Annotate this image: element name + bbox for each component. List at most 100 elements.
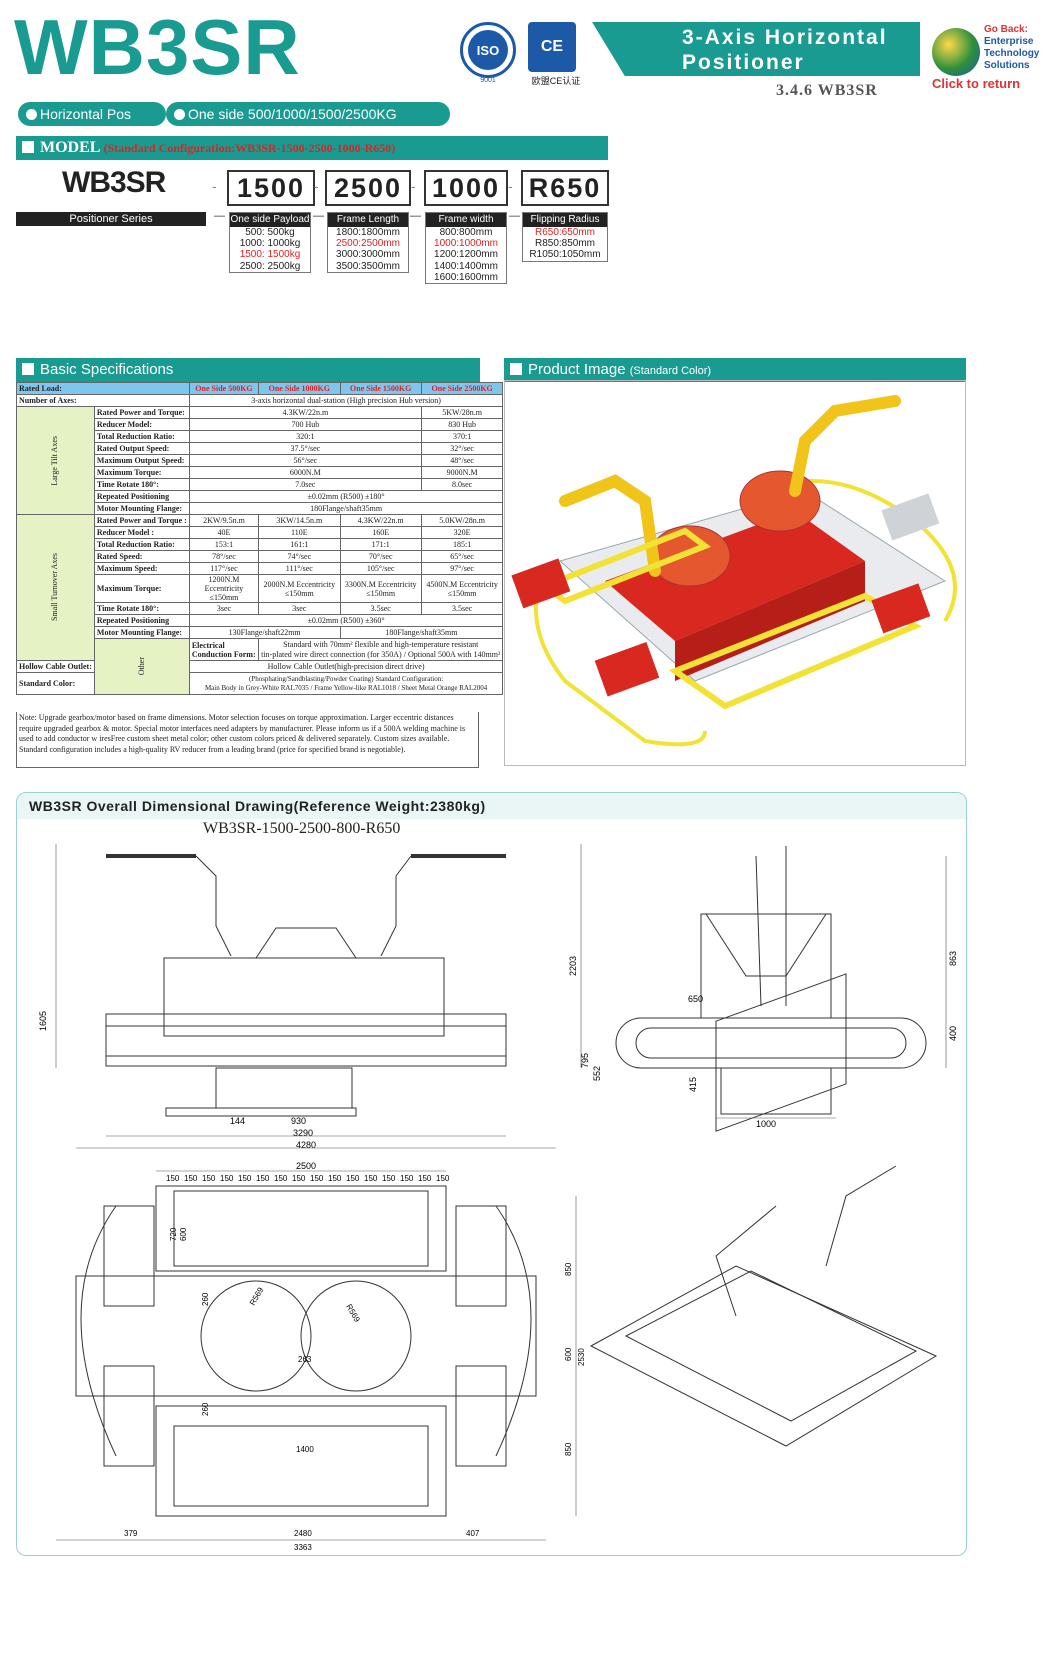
dim-label: 795 bbox=[580, 1053, 590, 1068]
group-label: Other bbox=[93, 638, 190, 695]
cell: 1200N.M Eccentricity ≤150mm bbox=[188, 574, 260, 603]
cell: 5.0KW/28n.m bbox=[420, 514, 504, 527]
dim-label: 600 bbox=[564, 1347, 573, 1361]
option: 1200:1200mm bbox=[434, 249, 498, 261]
table-row: Small Turnover Axes Rated Power and Torq… bbox=[16, 514, 504, 661]
robot-right bbox=[789, 395, 901, 497]
dim-label: 150 bbox=[418, 1174, 432, 1183]
cell: 830 Hub bbox=[420, 418, 504, 431]
dim-label: 2203 bbox=[568, 956, 578, 976]
product-image bbox=[504, 380, 966, 766]
cell: 105°/sec bbox=[339, 562, 422, 575]
dim-label: 150 bbox=[364, 1174, 378, 1183]
cell: 180Flange/shaft35mm bbox=[188, 502, 504, 515]
dim-label: 400 bbox=[948, 1026, 958, 1041]
ce-badge: CE 欧盟CE认证 bbox=[528, 22, 580, 86]
dim-label: 150 bbox=[274, 1174, 288, 1183]
dim-label: 150 bbox=[256, 1174, 270, 1183]
table-header: One Side 1500KG bbox=[339, 382, 422, 395]
end-unit bbox=[511, 558, 571, 609]
cell: 78°/sec bbox=[188, 550, 260, 563]
cell: 320:1 bbox=[188, 430, 422, 443]
ce-caption: 欧盟CE认证 bbox=[531, 76, 581, 86]
page-title: WB3SR bbox=[14, 3, 301, 91]
dim-label: 150 bbox=[202, 1174, 216, 1183]
iso-badge: ISO 9001 bbox=[460, 22, 516, 84]
cell: 370:1 bbox=[420, 430, 504, 443]
dim-label: 3290 bbox=[293, 1128, 313, 1138]
dim-label: 863 bbox=[948, 951, 958, 966]
dim-label: R569 bbox=[248, 1285, 266, 1307]
bowl-right bbox=[739, 470, 821, 532]
cell: 97°/sec bbox=[420, 562, 504, 575]
pill-payload[interactable]: One side 500/1000/1500/2500KG bbox=[166, 102, 450, 126]
cell: 7.0sec bbox=[188, 478, 422, 491]
drawing-title: WB3SR Overall Dimensional Drawing(Refere… bbox=[17, 793, 966, 819]
cell: ±0.02mm (R500) ±360° bbox=[188, 614, 504, 627]
dim-label: 2480 bbox=[294, 1529, 312, 1538]
row-label: Time Rotate 180°: bbox=[93, 602, 190, 615]
code-flip-radius: R650 bbox=[521, 170, 609, 206]
model-section-bar: MODEL (Standard Configuration:WB3SR-1500… bbox=[16, 136, 608, 160]
code-frame-length: 2500 bbox=[325, 170, 411, 206]
title-banner: 3-Axis Horizontal Positioner bbox=[592, 22, 920, 76]
dim-label: 150 bbox=[310, 1174, 324, 1183]
row-label: Electrical Conduction Form: bbox=[188, 638, 260, 661]
click-return-link[interactable]: Click to return bbox=[932, 76, 1021, 91]
goback-line3: Technology bbox=[984, 48, 1040, 59]
dim-label: 263 bbox=[298, 1355, 312, 1364]
dim-label: 150 bbox=[400, 1174, 414, 1183]
frame-front bbox=[668, 592, 922, 710]
option: 1400:1400mm bbox=[434, 260, 498, 272]
dash: — bbox=[214, 210, 225, 222]
cell: 185:1 bbox=[420, 538, 504, 551]
iso-view bbox=[589, 973, 938, 1447]
dim-label: 2530 bbox=[577, 1348, 586, 1366]
dim-label: 150 bbox=[166, 1174, 180, 1183]
go-back-link[interactable]: Go Back: Enterprise Technology Solutions… bbox=[932, 18, 1042, 94]
dim-label: 150 bbox=[382, 1174, 396, 1183]
cell: 160E bbox=[339, 526, 422, 539]
front-view bbox=[105, 854, 507, 1117]
frame-length-header: Frame Length bbox=[328, 213, 408, 227]
spec-note: Note: Upgrade gearbox/motor based on fra… bbox=[16, 712, 479, 768]
cell: 32°/sec bbox=[420, 442, 504, 455]
row-label: Total Reduction Ratio: bbox=[93, 538, 190, 551]
dim-label: 379 bbox=[124, 1529, 138, 1538]
row-label: Repeated Positioning bbox=[93, 614, 190, 627]
ce-icon: CE bbox=[540, 38, 564, 55]
title-line-2: Positioner bbox=[682, 51, 805, 74]
cell: Main Body in Grey-White RAL7035 / Frame … bbox=[204, 683, 488, 692]
dim-label: 407 bbox=[466, 1529, 480, 1538]
cell: 3300N.M Eccentricity ≤150mm bbox=[339, 574, 422, 603]
series-tag: Positioner Series bbox=[16, 212, 206, 226]
dim-label: 2500 bbox=[296, 1161, 316, 1171]
iso-sub: 9001 bbox=[480, 77, 496, 84]
dot-icon bbox=[174, 109, 185, 120]
table-row: Rated Load: One Side 500KG One Side 1000… bbox=[16, 382, 504, 395]
payload-options: One side Payload 500: 500kg 1000: 1000kg… bbox=[229, 212, 311, 273]
option-selected: 1000:1000mm bbox=[434, 238, 498, 250]
code-payload: 1500 bbox=[227, 170, 315, 206]
cell: 56°/sec bbox=[188, 454, 422, 467]
pill-horizontal[interactable]: Horizontal Pos bbox=[18, 102, 166, 126]
row-label: Maximum Torque: bbox=[93, 466, 190, 479]
row-label: Rated Power and Torque: bbox=[93, 406, 190, 419]
option: 1000: 1000kg bbox=[239, 238, 301, 250]
frame-back bbox=[538, 527, 712, 605]
dim-label: 600 bbox=[179, 1227, 188, 1241]
code-frame-width: 1000 bbox=[424, 170, 508, 206]
cell: 2000N.M Eccentricity ≤150mm bbox=[258, 574, 341, 603]
row-label: Rated Output Speed: bbox=[93, 442, 190, 455]
cell: 40E bbox=[188, 526, 260, 539]
end-unit bbox=[881, 493, 940, 541]
technical-drawings: 1605 144 930 3290 4280 650 2203 863 400 … bbox=[38, 844, 958, 1552]
dim-label: 720 bbox=[169, 1227, 178, 1241]
dim-label: 1400 bbox=[296, 1445, 314, 1454]
section-code: 3.4.6 WB3SR bbox=[776, 82, 878, 99]
dim-label: 150 bbox=[238, 1174, 252, 1183]
dash: - bbox=[314, 178, 319, 194]
row-label: Reducer Model: bbox=[93, 418, 190, 431]
